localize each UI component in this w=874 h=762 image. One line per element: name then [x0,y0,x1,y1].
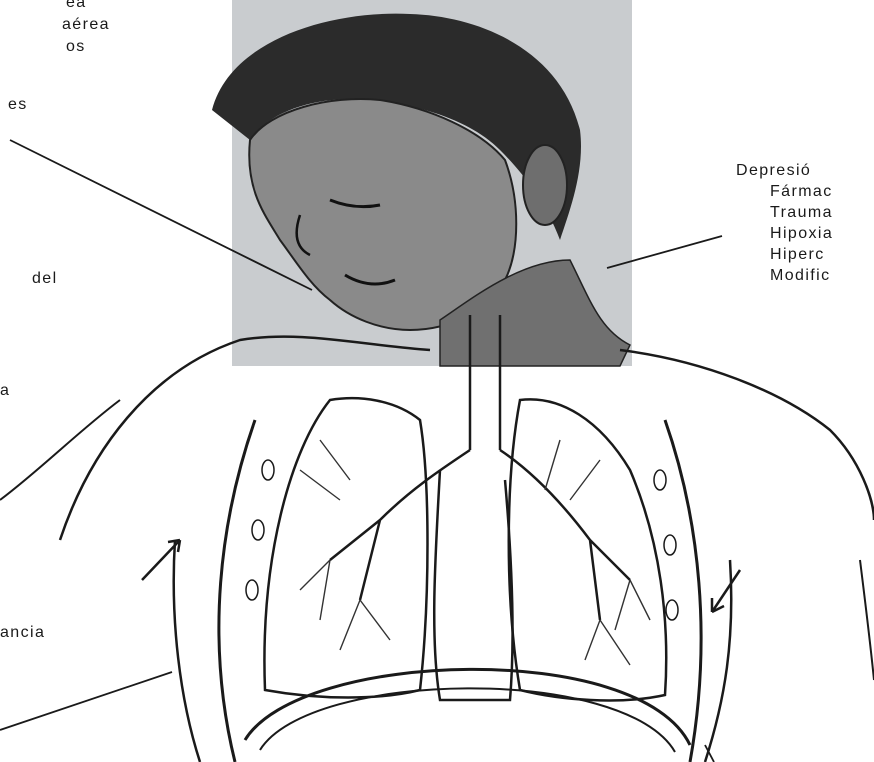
bronchial-branches [300,440,650,665]
label-right-item-4: Modific [770,265,830,286]
torso-outline [60,337,874,540]
label-left-5: a [0,380,10,401]
label-left-4: del [32,268,58,289]
ear-shape [523,145,567,225]
diaphragm-outer [245,669,690,745]
label-right-heading: Depresió [736,160,811,181]
leader-line-lower-left [0,672,172,730]
label-right-item-1: Trauma [770,202,833,223]
left-arm-outline [860,560,874,680]
heart-outline [434,470,512,700]
label-right-item-3: Hiperc [770,244,825,265]
chest-wall [174,540,732,762]
rib-arrow-right [712,570,740,612]
label-left-2: os [66,36,86,57]
label-left-3: es [8,94,28,115]
bronchi [330,450,630,620]
pleura-outline [219,420,701,762]
rib-dots [246,460,678,620]
label-left-1: aérea [62,14,110,35]
label-left-6: ancia [0,622,45,643]
label-right-item-2: Hipoxia [770,223,833,244]
label-right-item-0: Fármac [770,181,833,202]
label-left-0: ea [66,0,87,13]
